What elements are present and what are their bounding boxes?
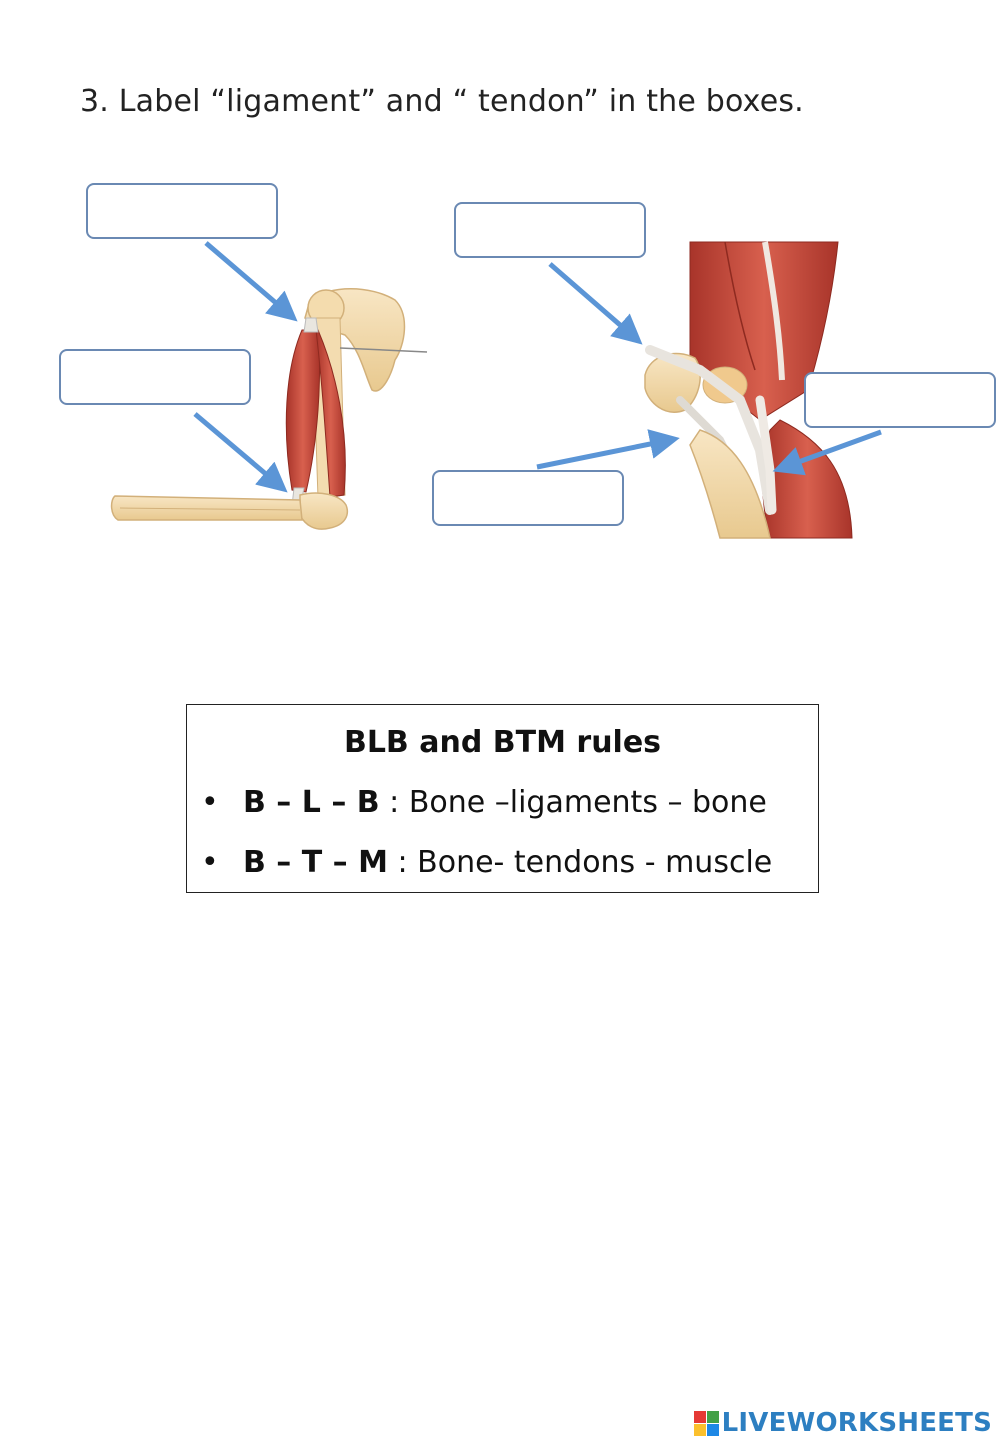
logo-icon [693, 1410, 719, 1436]
rule-text: : Bone –ligaments – bone [379, 785, 767, 820]
arm-muscles-illustration [110, 288, 428, 530]
answer-box-knee-bottom[interactable] [432, 470, 624, 526]
logo-square-blue [706, 1423, 719, 1436]
question-text: 3. Label “ligament” and “ tendon” in the… [80, 84, 804, 119]
bullet-icon: • [201, 785, 219, 820]
logo-square-yellow [693, 1423, 706, 1436]
arrow-knee-right [772, 429, 882, 476]
logo-square-green [706, 1410, 719, 1423]
liveworksheets-logo: LIVEWORKSHEETS [693, 1408, 992, 1438]
diagram-area [110, 240, 882, 539]
answer-box-arm-bottom[interactable] [59, 349, 251, 405]
logo-square-red [693, 1410, 706, 1423]
rule-item: • B – L – B : Bone –ligaments – bone [201, 785, 767, 820]
rule-code: B – T – M [243, 845, 388, 880]
answer-box-arm-top[interactable] [86, 183, 278, 239]
rule-text: : Bone- tendons - muscle [387, 845, 773, 880]
rules-box: BLB and BTM rules • B – L – B : Bone –lig… [186, 704, 819, 893]
brand-name: LIVEWORKSHEETS [721, 1408, 992, 1438]
arrow-arm-top [204, 241, 298, 322]
pointer-arrows [193, 241, 882, 493]
rule-item: • B – T – M : Bone- tendons - muscle [201, 845, 772, 880]
bullet-icon: • [201, 845, 219, 880]
arrow-knee-top [548, 262, 643, 345]
answer-box-knee-top[interactable] [454, 202, 646, 258]
knee-joint-illustration [640, 240, 853, 539]
arrow-arm-bottom [193, 412, 288, 493]
arrow-knee-bottom [536, 429, 680, 470]
rule-code: B – L – B [243, 785, 380, 820]
rules-title: BLB and BTM rules [343, 725, 662, 760]
answer-box-knee-right[interactable] [804, 372, 996, 428]
